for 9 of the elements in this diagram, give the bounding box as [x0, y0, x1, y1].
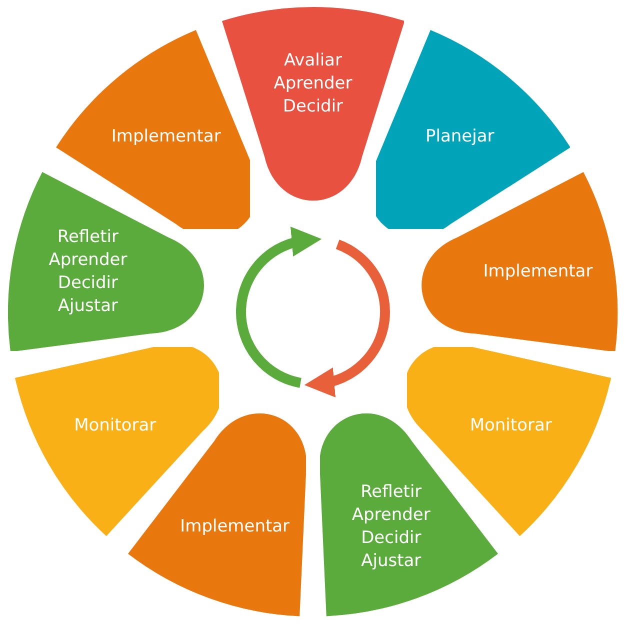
segment-label: Implementar	[482, 260, 594, 284]
segment-label: Implementar	[110, 125, 222, 148]
segment-label: Planejar	[424, 125, 496, 148]
segment-label: Implementar	[179, 515, 291, 538]
segment-label: Monitorar	[73, 414, 158, 438]
segment-label: Avaliar Aprender Decidir	[272, 49, 354, 118]
segment-label: Refletir Aprender Decidir Ajustar	[350, 480, 432, 573]
segment-label: Monitorar	[468, 414, 553, 438]
segment-label: Refletir Aprender Decidir Ajustar	[48, 226, 128, 318]
